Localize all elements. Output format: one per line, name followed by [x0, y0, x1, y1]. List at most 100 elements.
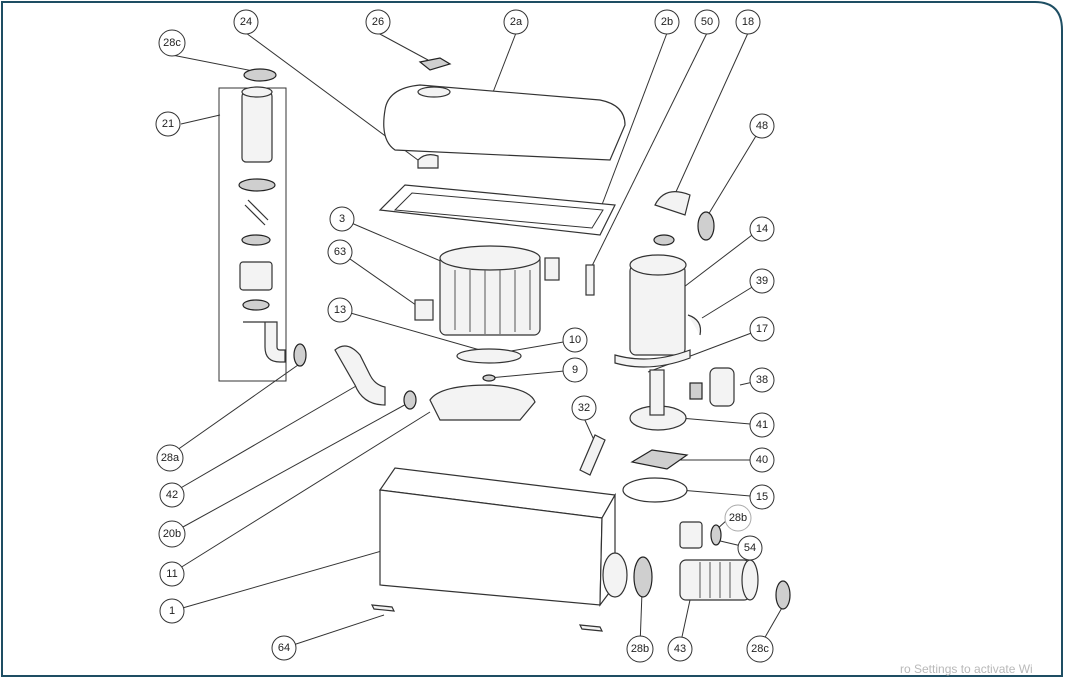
activation-watermark: ro Settings to activate Wi — [900, 662, 1033, 676]
part-label-11: 11 — [159, 561, 185, 587]
part-label-28b-bottom: 28b — [626, 635, 654, 663]
leader-lines — [169, 32, 784, 649]
label-circle — [158, 520, 186, 548]
part-label-42: 42 — [159, 482, 185, 508]
part-label-48: 48 — [749, 113, 775, 139]
label-circle — [749, 268, 775, 294]
label-circle — [694, 9, 720, 35]
label-circle — [365, 9, 391, 35]
label-text: 28a — [161, 452, 180, 464]
label-text: 18 — [742, 16, 754, 28]
label-text: 28b — [631, 643, 649, 655]
label-text: 43 — [674, 643, 686, 655]
part-label-1: 1 — [159, 598, 185, 624]
label-circle — [724, 504, 752, 532]
part-label-15: 15 — [749, 484, 775, 510]
label-text: 39 — [756, 275, 768, 287]
label-circle — [654, 9, 680, 35]
label-text: 21 — [162, 118, 174, 130]
label-text: 38 — [756, 374, 768, 386]
label-circle — [329, 206, 355, 232]
label-text: 2b — [661, 16, 673, 28]
label-circle — [737, 535, 763, 561]
part-label-43: 43 — [667, 636, 693, 662]
part-label-10: 10 — [562, 327, 588, 353]
label-circle — [233, 9, 259, 35]
label-text: 13 — [334, 304, 346, 316]
label-text: 28c — [751, 643, 769, 655]
label-circle — [749, 216, 775, 242]
label-circle — [746, 635, 774, 663]
part-label-50: 50 — [694, 9, 720, 35]
label-text: 54 — [744, 542, 756, 554]
part-label-26: 26 — [365, 9, 391, 35]
label-circle — [159, 561, 185, 587]
part-label-28a: 28a — [156, 444, 184, 472]
label-circle — [158, 29, 186, 57]
part-number-labels: 28c 24 26 2a 2b 50 18 21 48 3 14 63 39 13 10 17 9 38 32 28a… — [155, 9, 775, 663]
label-circle — [749, 484, 775, 510]
label-circle — [571, 395, 597, 421]
parts — [218, 57, 791, 632]
part-label-54: 54 — [737, 535, 763, 561]
part-label-9: 9 — [562, 357, 588, 383]
label-text: 40 — [756, 454, 768, 466]
label-text: 32 — [578, 402, 590, 414]
label-circle — [749, 447, 775, 473]
label-text: 3 — [339, 213, 345, 225]
label-text: 28c — [163, 37, 181, 49]
label-text: 15 — [756, 491, 768, 503]
part-label-28b-right: 28b — [724, 504, 752, 532]
label-circle — [735, 9, 761, 35]
label-circle — [503, 9, 529, 35]
label-circle — [749, 367, 775, 393]
label-circle — [749, 113, 775, 139]
label-circle — [667, 636, 693, 662]
label-circle — [626, 635, 654, 663]
label-circle — [749, 412, 775, 438]
part-label-21: 21 — [155, 111, 181, 137]
label-circle — [271, 635, 297, 661]
label-text: 48 — [756, 120, 768, 132]
part-label-2a: 2a — [503, 9, 529, 35]
part-label-14: 14 — [749, 216, 775, 242]
part-label-2b: 2b — [654, 9, 680, 35]
label-text: 10 — [569, 334, 581, 346]
label-circle — [156, 444, 184, 472]
part-label-32: 32 — [571, 395, 597, 421]
part-label-28c-bottom: 28c — [746, 635, 774, 663]
label-text: 9 — [572, 364, 578, 376]
part-label-63: 63 — [327, 239, 353, 265]
label-circle — [327, 297, 353, 323]
part-label-41: 41 — [749, 412, 775, 438]
label-text: 50 — [701, 16, 713, 28]
label-text: 20b — [163, 528, 181, 540]
part-label-24: 24 — [233, 9, 259, 35]
part-label-3: 3 — [329, 206, 355, 232]
label-circle — [327, 239, 353, 265]
label-circle — [159, 482, 185, 508]
label-text: 11 — [166, 568, 177, 580]
part-label-64: 64 — [271, 635, 297, 661]
part-label-39: 39 — [749, 268, 775, 294]
label-text: 64 — [278, 642, 290, 654]
label-text: 14 — [756, 223, 768, 235]
part-label-18: 18 — [735, 9, 761, 35]
label-text: 1 — [169, 605, 175, 617]
label-text: 24 — [240, 16, 252, 28]
label-circle — [562, 357, 588, 383]
part-label-17: 17 — [749, 316, 775, 342]
label-text: 26 — [372, 16, 384, 28]
label-text: 17 — [756, 323, 768, 335]
part-label-20b: 20b — [158, 520, 186, 548]
part-label-40: 40 — [749, 447, 775, 473]
part-label-13: 13 — [327, 297, 353, 323]
label-text: 2a — [510, 16, 523, 28]
label-circle — [749, 316, 775, 342]
label-text: 42 — [166, 489, 178, 501]
label-circle — [562, 327, 588, 353]
label-text: 28b — [729, 512, 747, 524]
part-label-38: 38 — [749, 367, 775, 393]
